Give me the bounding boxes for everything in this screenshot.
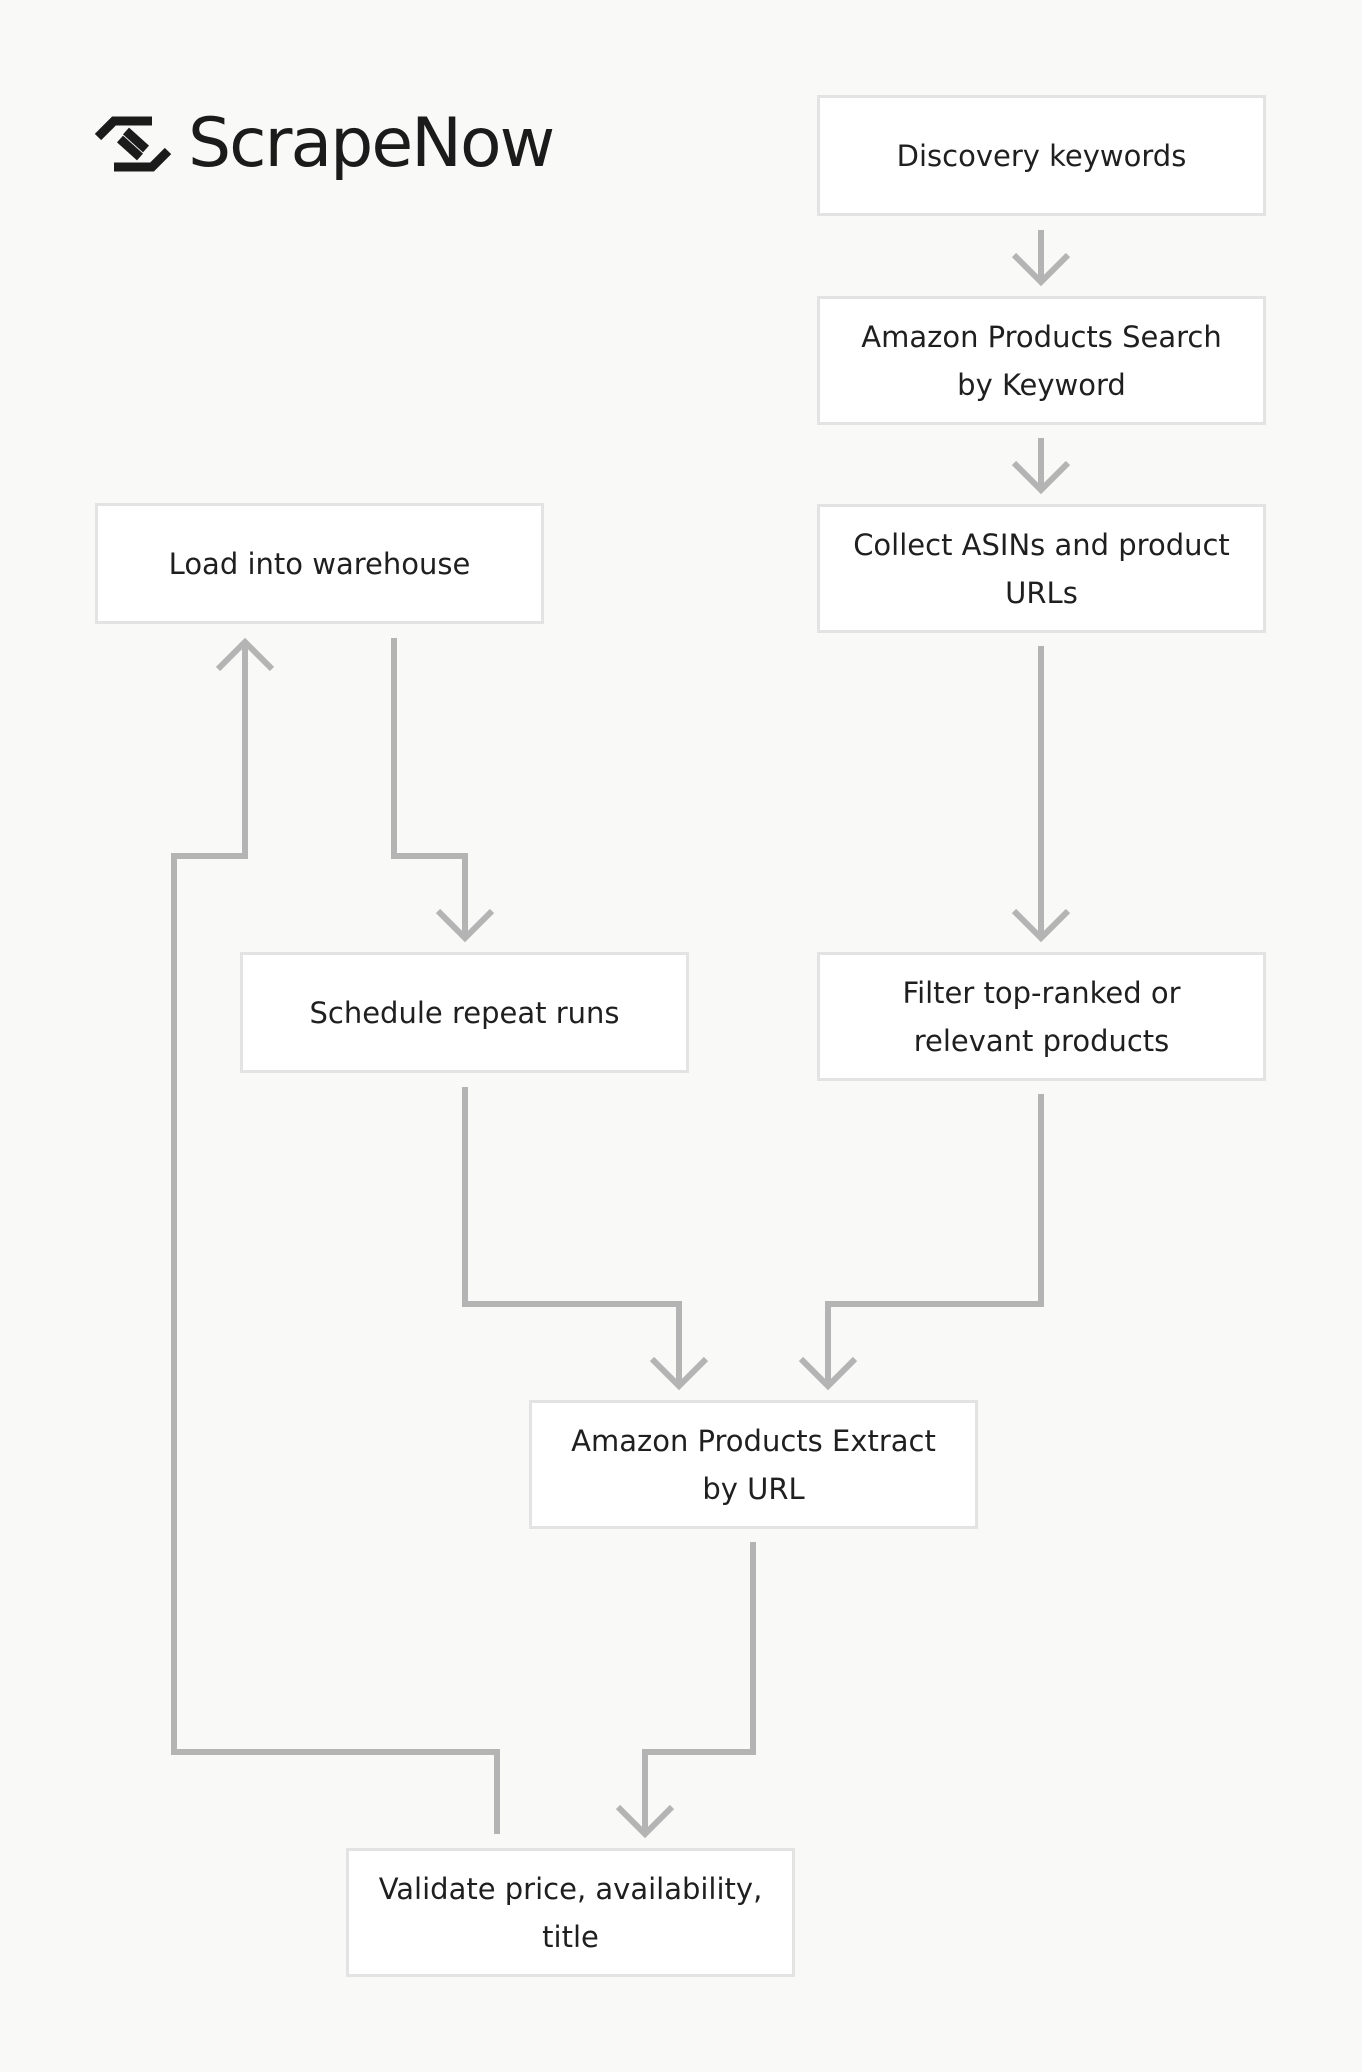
edge-warehouse-to-schedule bbox=[391, 638, 495, 943]
node-label: Filter top-ranked or relevant products bbox=[902, 975, 1181, 1058]
node-label: Discovery keywords bbox=[896, 138, 1187, 173]
edge-filter-to-extract bbox=[798, 1094, 1044, 1391]
node-label: Load into warehouse bbox=[168, 546, 471, 581]
node-amazon-products-search: Amazon Products Search by Keyword bbox=[817, 296, 1266, 425]
brand-logo: ScrapeNow bbox=[94, 104, 555, 184]
node-validate: Validate price, availability, title bbox=[346, 1848, 795, 1977]
edge-schedule-to-extract bbox=[462, 1087, 709, 1391]
node-load-warehouse: Load into warehouse bbox=[95, 503, 544, 624]
edge-discovery-to-search bbox=[1011, 230, 1071, 287]
edge-search-to-collect bbox=[1011, 438, 1071, 495]
edge-validate-to-warehouse bbox=[171, 637, 500, 1834]
scrapenow-logo-icon bbox=[94, 116, 172, 172]
node-label: Collect ASINs and product URLs bbox=[853, 527, 1230, 610]
edge-collect-to-filter bbox=[1011, 646, 1071, 943]
node-amazon-products-extract: Amazon Products Extract by URL bbox=[529, 1400, 978, 1529]
edge-extract-to-validate bbox=[615, 1542, 756, 1839]
node-discovery-keywords: Discovery keywords bbox=[817, 95, 1266, 216]
node-collect-asins: Collect ASINs and product URLs bbox=[817, 504, 1266, 633]
node-schedule-repeat-runs: Schedule repeat runs bbox=[240, 952, 689, 1073]
node-label: Amazon Products Search by Keyword bbox=[861, 319, 1222, 402]
node-label: Amazon Products Extract by URL bbox=[571, 1423, 936, 1506]
node-label: Schedule repeat runs bbox=[309, 995, 620, 1030]
brand-name: ScrapeNow bbox=[188, 104, 555, 183]
node-filter-products: Filter top-ranked or relevant products bbox=[817, 952, 1266, 1081]
node-label: Validate price, availability, title bbox=[378, 1871, 763, 1954]
